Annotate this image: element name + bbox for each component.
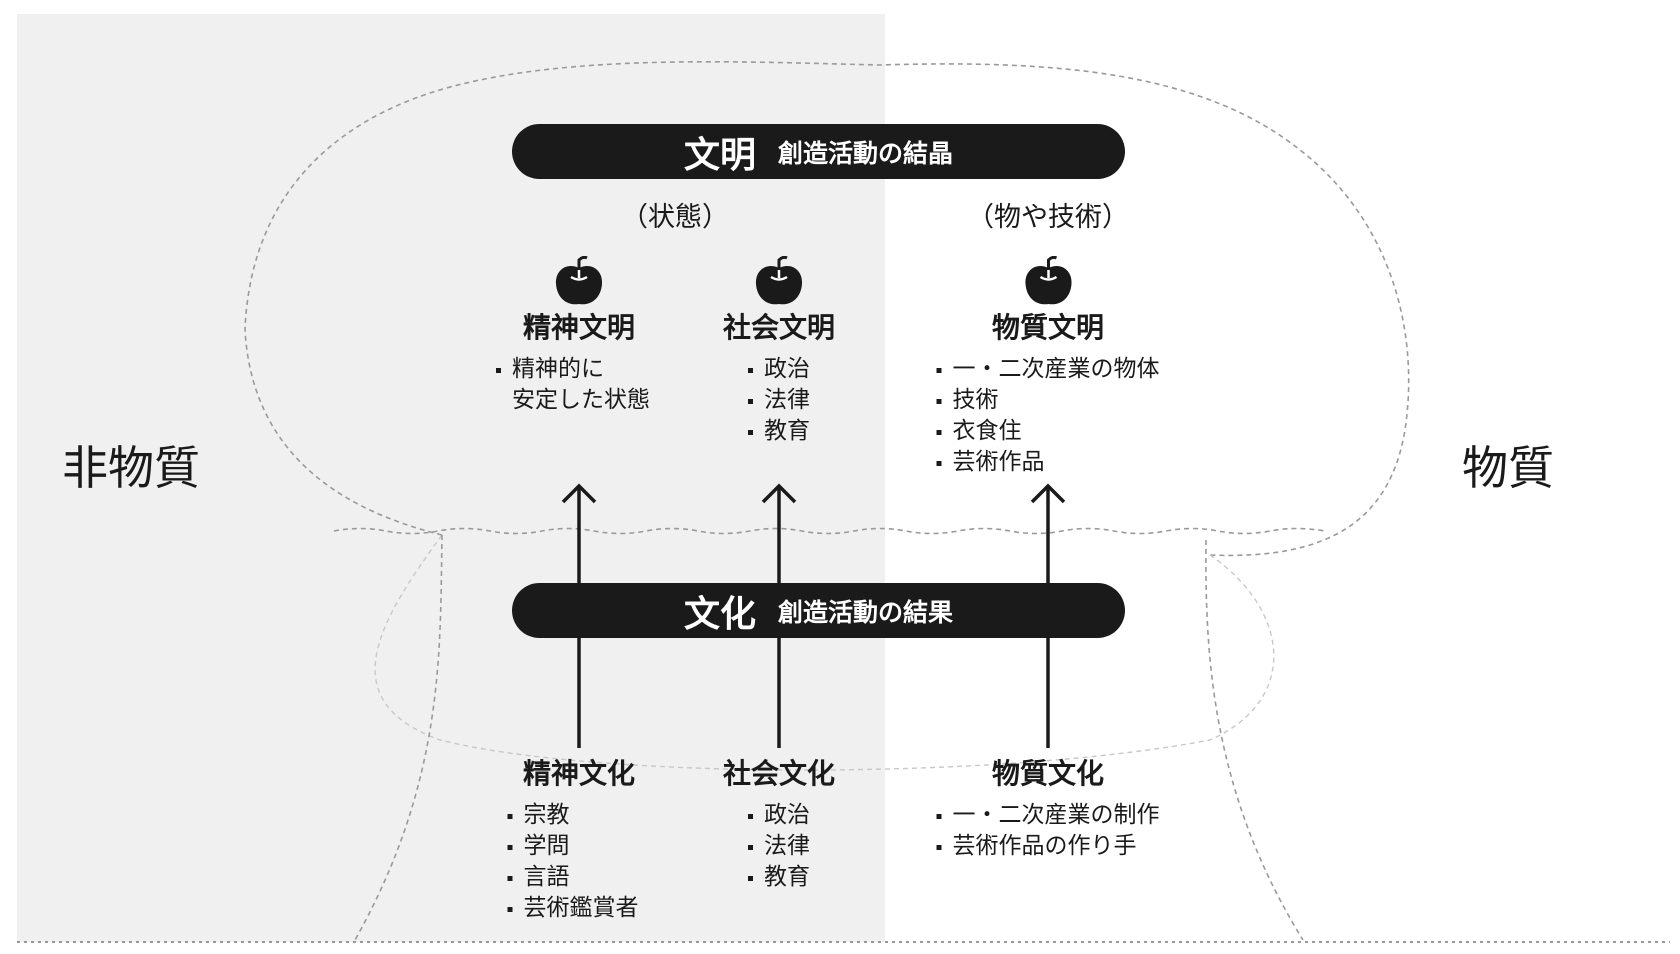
civilization-banner: 文明 創造活動の結晶 <box>512 124 1125 179</box>
list-item: 教育 <box>747 862 810 893</box>
canopy-lower-outline <box>374 534 1275 771</box>
list-item: 言語 <box>507 862 639 893</box>
material-civilization: 物質文明 一・二次産業の物体 技術 衣食住 芸術作品 <box>936 256 1160 478</box>
trunk-left <box>354 534 443 941</box>
list-item: 安定した状態 <box>512 387 650 413</box>
list-item: 芸術鑑賞者 <box>507 893 639 924</box>
civilization-subtitle: 創造活動の結晶 <box>778 138 954 168</box>
culture-banner: 文化 創造活動の結果 <box>512 583 1125 638</box>
social-culture: 社会文化 政治 法律 教育 <box>723 752 835 893</box>
list-item: 法律 <box>747 385 810 416</box>
culture-title: 文化 <box>683 593 756 635</box>
list-item: 政治 <box>747 800 810 831</box>
label-non-material: 非物質 <box>62 441 200 495</box>
column-title: 精神文化 <box>522 757 635 790</box>
apple-icon <box>755 256 803 305</box>
list-item: 教育 <box>747 416 810 447</box>
list-item: 一・二次産業の制作 <box>936 800 1160 831</box>
list-item: 学問 <box>507 831 639 862</box>
list-item: 技術 <box>936 385 1160 416</box>
culture-subtitle: 創造活動の結果 <box>778 597 954 627</box>
apple-icon <box>1024 256 1072 305</box>
list-item: 芸術作品の作り手 <box>936 831 1160 862</box>
list-item: 芸術作品 <box>936 447 1160 478</box>
list-item: 政治 <box>747 354 810 385</box>
apple-icon <box>555 256 603 305</box>
list-item: 一・二次産業の物体 <box>936 354 1160 385</box>
column-title: 物質文明 <box>991 311 1104 344</box>
column-title: 精神文明 <box>522 311 635 344</box>
social-civilization: 社会文明 政治 法律 教育 <box>723 256 835 447</box>
list-item: 宗教 <box>507 800 639 831</box>
canopy-divider <box>333 527 1326 535</box>
spiritual-culture: 精神文化 宗教 学問 言語 芸術鑑賞者 <box>507 752 639 924</box>
list-item: 衣食住 <box>936 416 1160 447</box>
column-title: 社会文化 <box>722 757 836 790</box>
column-title: 社会文明 <box>722 311 836 344</box>
spiritual-civilization: 精神文明 精神的に 安定した状態 <box>496 256 650 416</box>
list-item: 精神的に <box>496 354 650 385</box>
canopy-outline <box>244 60 1410 557</box>
paren-state: （状態） <box>621 202 729 233</box>
column-title: 物質文化 <box>991 757 1104 790</box>
label-material: 物質 <box>1462 441 1554 495</box>
material-culture: 物質文化 一・二次産業の制作 芸術作品の作り手 <box>936 752 1160 862</box>
list-item: 法律 <box>747 831 810 862</box>
trunk-right <box>1205 539 1304 941</box>
civilization-title: 文明 <box>683 134 756 176</box>
paren-things: （物や技術） <box>967 202 1129 233</box>
